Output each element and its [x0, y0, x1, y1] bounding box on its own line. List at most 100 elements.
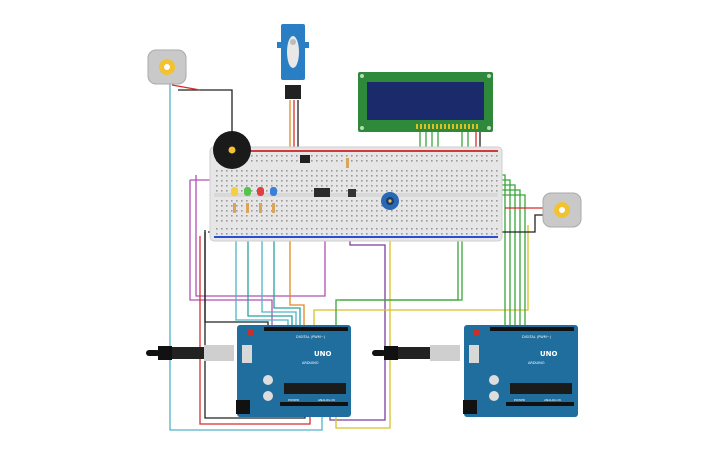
breadboard-hole — [386, 210, 388, 212]
breadboard-hole — [311, 160, 313, 162]
breadboard-hole — [476, 205, 478, 207]
breadboard-hole — [311, 200, 313, 202]
breadboard-hole — [301, 200, 303, 202]
breadboard-hole — [391, 233, 393, 235]
breadboard-hole — [366, 210, 368, 212]
breadboard-hole — [271, 175, 273, 177]
breadboard-hole — [241, 233, 243, 235]
breadboard-hole — [346, 215, 348, 217]
breadboard-hole — [316, 185, 318, 187]
breadboard-hole — [261, 160, 263, 162]
breadboard-hole — [226, 210, 228, 212]
breadboard-hole — [251, 185, 253, 187]
breadboard-hole — [346, 228, 348, 230]
breadboard-hole — [426, 175, 428, 177]
breadboard-hole — [461, 220, 463, 222]
resistor-5 — [346, 158, 349, 168]
breadboard-hole — [291, 180, 293, 182]
breadboard-hole — [311, 185, 313, 187]
breadboard-hole — [216, 228, 218, 230]
ic-chip[interactable] — [314, 188, 330, 197]
breadboard-hole — [241, 185, 243, 187]
breadboard-hole — [446, 233, 448, 235]
breadboard-hole — [306, 228, 308, 230]
breadboard-hole — [371, 175, 373, 177]
breadboard-hole — [456, 200, 458, 202]
arduino-right[interactable]: UNO ARDUINO DIGITAL (PWM~) POWER ANALOG … — [463, 325, 578, 417]
arduino-left-analog: ANALOG IN — [318, 398, 335, 402]
dc-motor-right-icon[interactable] — [542, 192, 582, 228]
breadboard-hole — [421, 185, 423, 187]
breadboard-hole — [446, 180, 448, 182]
breadboard-hole — [426, 190, 428, 192]
breadboard-hole — [451, 185, 453, 187]
breadboard-hole — [281, 215, 283, 217]
breadboard-hole — [401, 200, 403, 202]
breadboard-hole — [481, 190, 483, 192]
breadboard-hole — [476, 180, 478, 182]
breadboard-hole — [216, 205, 218, 207]
breadboard-hole — [341, 210, 343, 212]
breadboard-hole — [476, 190, 478, 192]
breadboard-hole — [271, 200, 273, 202]
breadboard-hole — [441, 180, 443, 182]
breadboard-hole — [436, 233, 438, 235]
servo-icon[interactable] — [277, 24, 309, 99]
breadboard-hole — [436, 190, 438, 192]
breadboard-hole — [311, 220, 313, 222]
breadboard-hole — [371, 155, 373, 157]
breadboard-hole — [491, 215, 493, 217]
breadboard-hole — [436, 160, 438, 162]
breadboard-hole — [266, 175, 268, 177]
breadboard-hole — [326, 155, 328, 157]
breadboard-hole — [231, 185, 233, 187]
arduino-left[interactable]: UNO ARDUINO DIGITAL (PWM~) POWER ANALOG … — [236, 325, 351, 417]
lcd-icon[interactable] — [358, 72, 493, 132]
breadboard-hole — [456, 185, 458, 187]
breadboard-hole — [386, 155, 388, 157]
breadboard-hole — [306, 170, 308, 172]
breadboard-hole — [326, 205, 328, 207]
breadboard-hole — [251, 170, 253, 172]
breadboard-hole — [356, 200, 358, 202]
breadboard-hole — [446, 228, 448, 230]
breadboard-hole — [296, 233, 298, 235]
breadboard-hole — [401, 180, 403, 182]
breadboard-hole — [261, 185, 263, 187]
breadboard-hole — [481, 180, 483, 182]
breadboard-hole — [241, 170, 243, 172]
breadboard-hole — [426, 160, 428, 162]
arduino-right-analog: ANALOG IN — [544, 398, 561, 402]
breadboard-hole — [226, 180, 228, 182]
breadboard-hole — [346, 220, 348, 222]
breadboard-hole — [281, 175, 283, 177]
buzzer-icon[interactable] — [213, 131, 251, 169]
led-yellow[interactable] — [231, 187, 238, 196]
lcd-pins — [416, 124, 478, 129]
breadboard-hole — [481, 175, 483, 177]
breadboard-hole — [231, 228, 233, 230]
led-green[interactable] — [244, 187, 251, 196]
push-button[interactable] — [348, 189, 356, 197]
breadboard-hole — [356, 233, 358, 235]
breadboard-hole — [336, 228, 338, 230]
breadboard-hole — [286, 215, 288, 217]
breadboard-hole — [336, 185, 338, 187]
breadboard-hole — [331, 210, 333, 212]
breadboard-hole — [351, 205, 353, 207]
led-blue[interactable] — [270, 187, 277, 196]
breadboard-hole — [461, 205, 463, 207]
potentiometer-icon[interactable] — [381, 192, 399, 210]
breadboard-hole — [361, 220, 363, 222]
breadboard-hole — [336, 233, 338, 235]
breadboard-holes — [216, 155, 498, 235]
led-red[interactable] — [257, 187, 264, 196]
breadboard-hole — [256, 160, 258, 162]
breadboard-hole — [376, 180, 378, 182]
dc-motor-left-icon[interactable] — [147, 49, 187, 85]
breadboard-hole — [491, 233, 493, 235]
breadboard-hole — [401, 233, 403, 235]
breadboard-hole — [426, 215, 428, 217]
breadboard-hole — [341, 228, 343, 230]
breadboard-hole — [411, 210, 413, 212]
